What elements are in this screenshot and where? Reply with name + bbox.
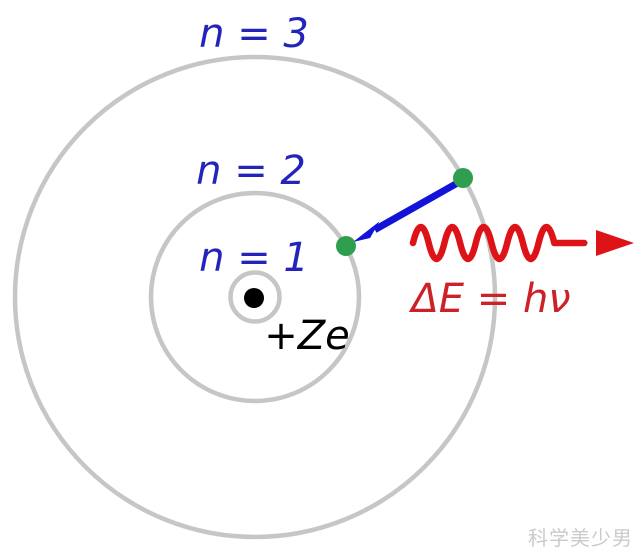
- photon-arrow: [409, 223, 634, 263]
- orbit-label-n2: n = 2: [196, 148, 306, 194]
- photon-arrow-head: [596, 230, 634, 256]
- transition-arrow-head: [353, 221, 380, 242]
- orbit-circles: [12, 54, 498, 540]
- orbit-circle-n2: [148, 190, 362, 404]
- orbit-label-n3: n = 3: [199, 11, 309, 57]
- orbit-label-n1: n = 1: [199, 235, 309, 281]
- electron-dot-n2: [336, 236, 356, 256]
- nucleus-dot: [244, 288, 264, 308]
- watermark-text: 科学美少男: [528, 526, 633, 550]
- electron-dot-n3: [453, 168, 473, 188]
- orbit-circle-n3: [12, 54, 498, 540]
- photon-wave: [409, 223, 588, 263]
- transition-arrow-shaft: [373, 177, 463, 233]
- photon-equation-label: ΔE = hν: [408, 276, 570, 322]
- nucleus-label: +Ze: [264, 313, 350, 359]
- orbit-circle-n1: [228, 270, 282, 324]
- transition-arrow: [353, 177, 463, 242]
